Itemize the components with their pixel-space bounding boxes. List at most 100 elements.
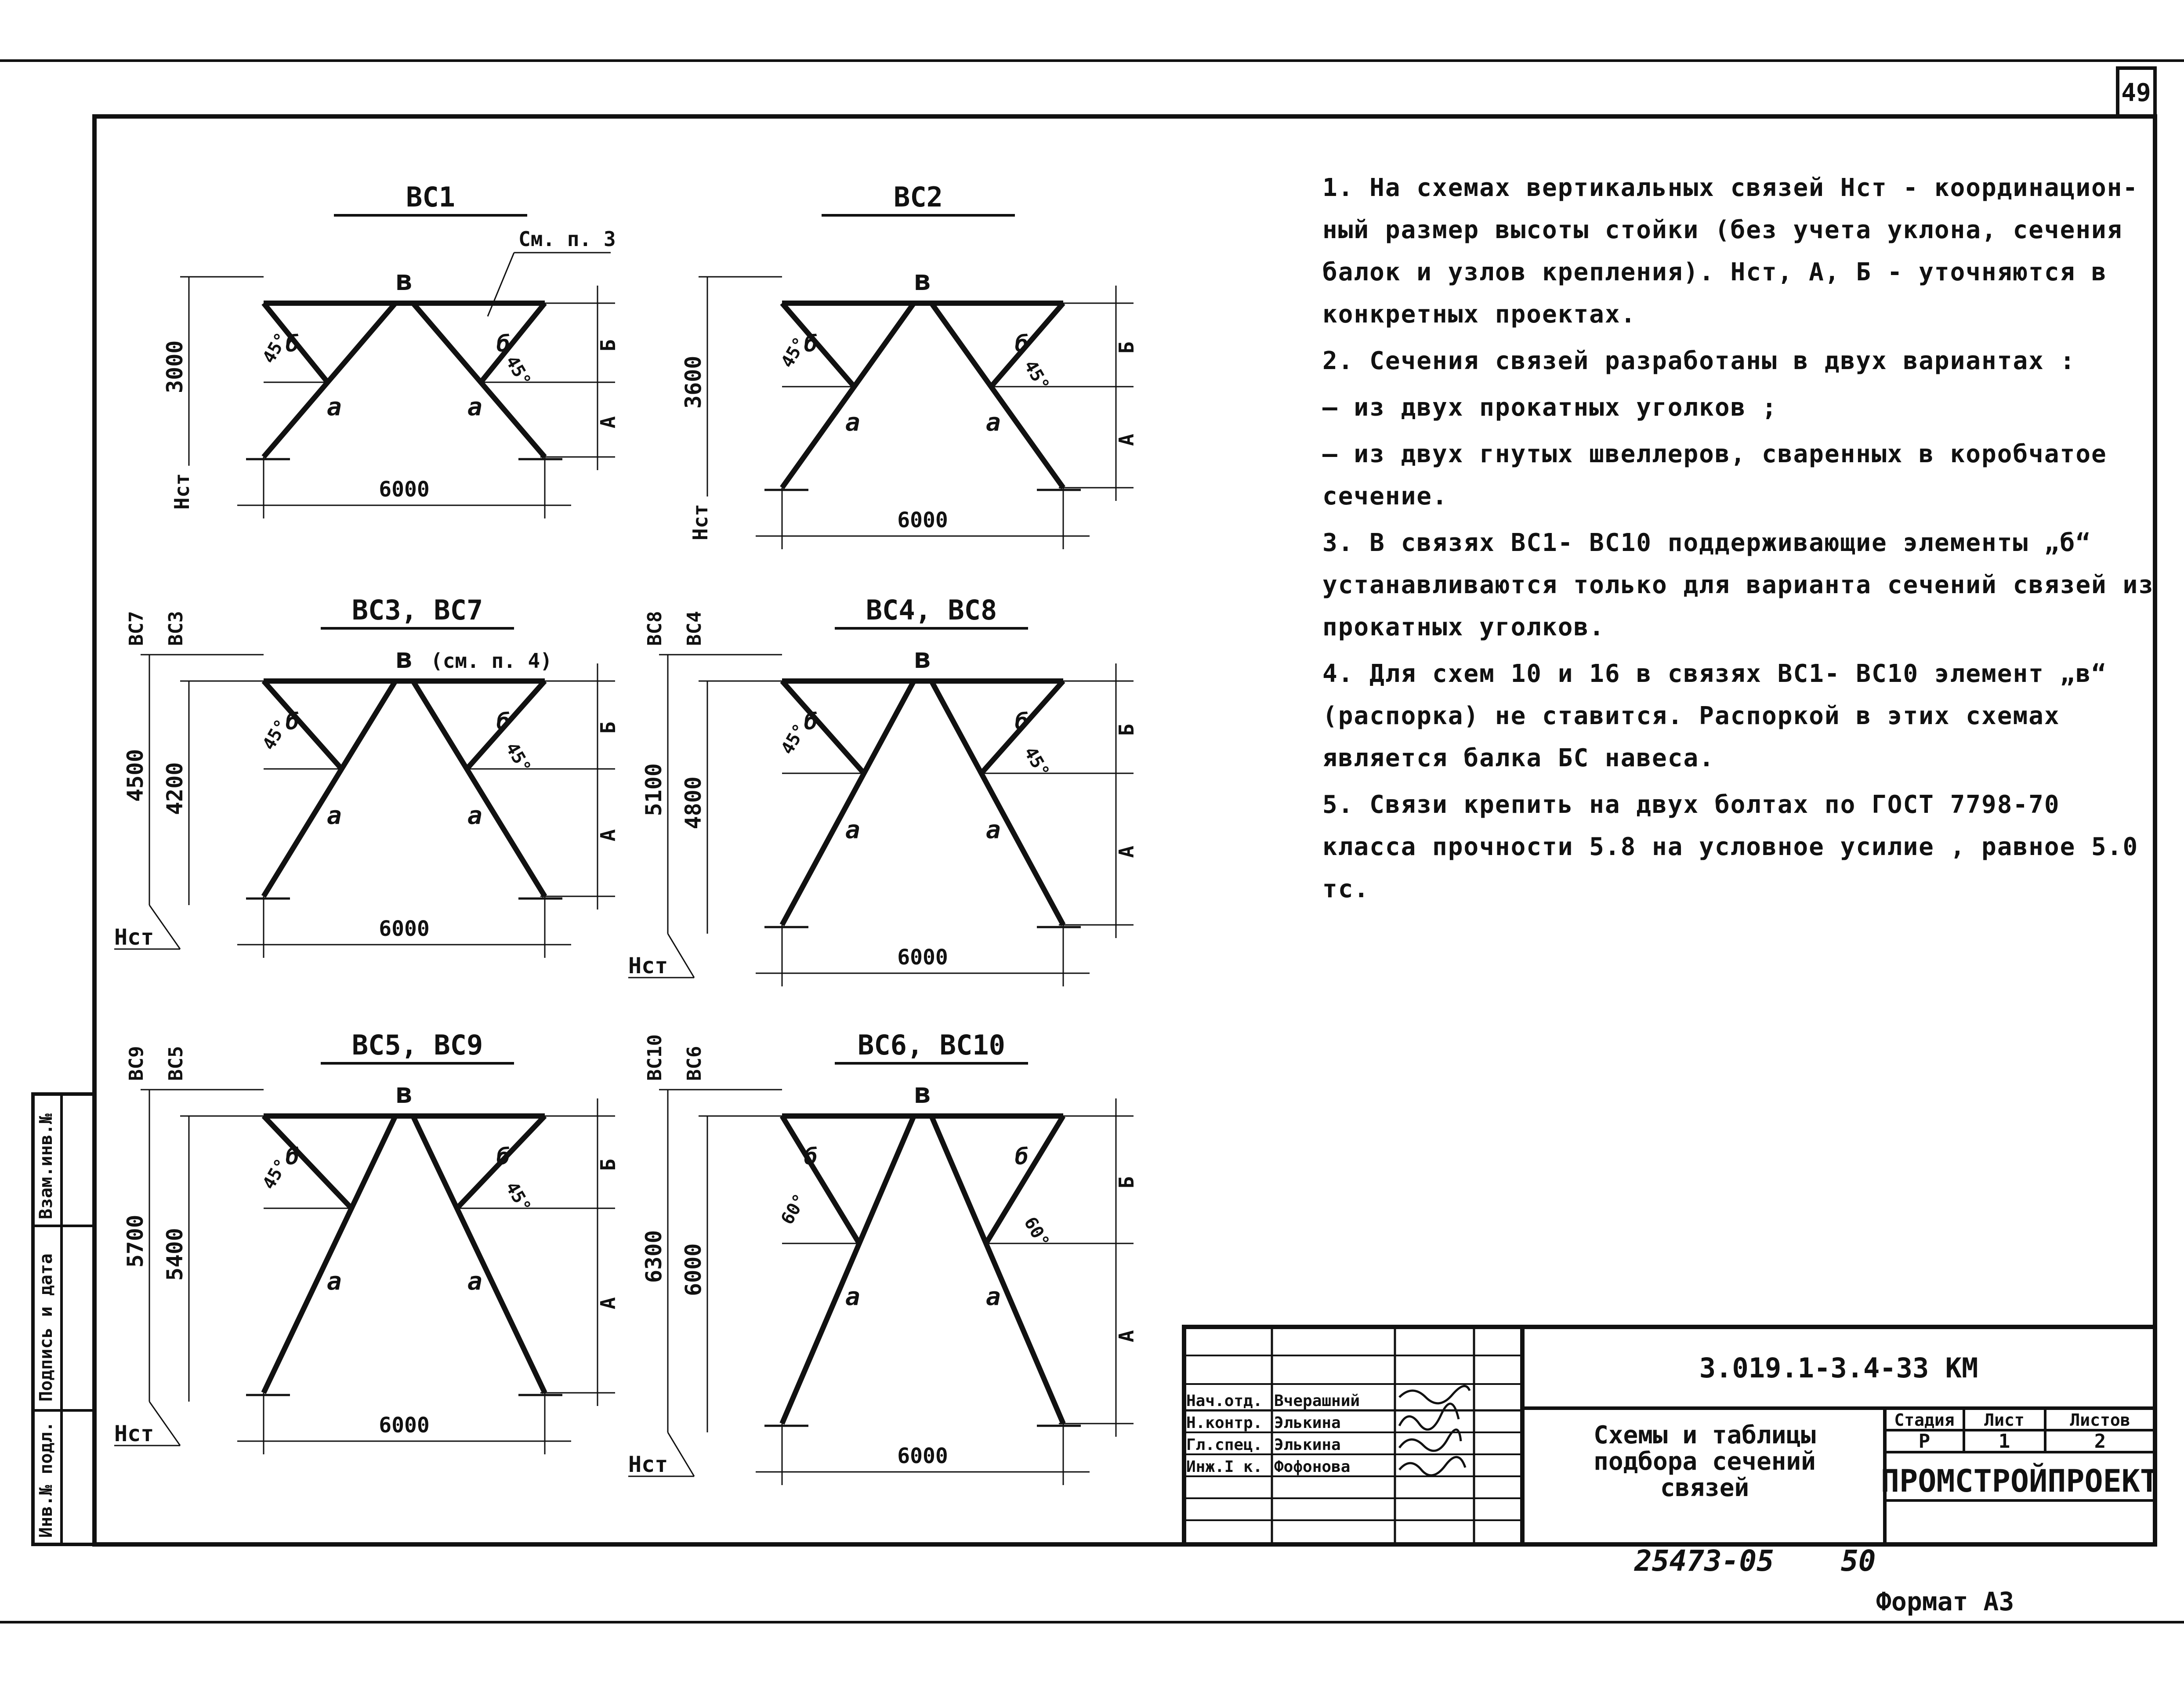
diagram-title: ВС1 xyxy=(406,181,455,213)
hst-label: Нст xyxy=(114,1421,154,1446)
name-4: Фофонова xyxy=(1274,1458,1350,1476)
sub-label-left: б xyxy=(804,1144,818,1170)
height-label: 4800 xyxy=(681,776,706,829)
diagram-title: ВС3, ВС7 xyxy=(352,594,483,626)
angle-label-right: 45° xyxy=(501,1178,535,1216)
height-header: ВС6 xyxy=(683,1046,706,1081)
dim-label-b: Б xyxy=(1115,724,1138,736)
width-label: 6000 xyxy=(897,508,948,533)
sub-brace-left xyxy=(780,679,866,775)
dim-label-b: Б xyxy=(1115,1176,1138,1189)
hst-label: Нст xyxy=(688,504,712,540)
sub-brace-left xyxy=(779,1114,862,1245)
height-label: 6000 xyxy=(681,1243,706,1296)
sub-label-left: б xyxy=(804,331,818,357)
name-1: Вчерашний xyxy=(1274,1392,1360,1410)
brace-right xyxy=(410,1115,547,1394)
dim-label-a: А xyxy=(1115,1330,1138,1342)
dim-label-a: А xyxy=(1115,434,1138,446)
brace-right xyxy=(929,680,1066,926)
brace-label-left: а xyxy=(845,816,860,844)
stamp-vzam-inv: Взам.инв.№ xyxy=(36,1113,56,1219)
note-3: 3. В связях ВС1- ВС10 поддерживающие эле… xyxy=(1322,529,2154,641)
diagram-title: ВС6, ВС10 xyxy=(858,1029,1005,1061)
hst-label: Нст xyxy=(628,1452,668,1477)
brace-label-left: а xyxy=(845,408,860,437)
dim-label-b: Б xyxy=(596,1159,620,1171)
width-label: 6000 xyxy=(379,917,430,941)
title-block xyxy=(1182,1325,2157,1547)
height-label: 5700 xyxy=(123,1215,148,1268)
title-line-2: подбора сечений xyxy=(1594,1447,1816,1476)
angle-label-right: 45° xyxy=(1020,743,1053,781)
sub-label-left: б xyxy=(804,709,818,735)
note-5: 5. Связи крепить на двух болтах по ГОСТ … xyxy=(1322,790,2139,903)
hst-leader xyxy=(148,1401,181,1446)
brace-label-right: а xyxy=(467,801,482,830)
sheets-value: 2 xyxy=(2094,1430,2106,1453)
angle-label-left: 60° xyxy=(777,1190,811,1228)
name-3: Элькина xyxy=(1274,1436,1341,1454)
chord-label: в xyxy=(396,642,413,675)
dim-label-a: А xyxy=(596,1297,620,1309)
height-header: ВС4 xyxy=(683,611,706,646)
sub-brace-right xyxy=(989,301,1065,388)
sub-label-right: б xyxy=(496,709,510,735)
hst-label: Нст xyxy=(628,953,668,978)
sheet-number-box xyxy=(2116,66,2157,118)
signature-3 xyxy=(1398,1428,1462,1452)
organization: ПРОМСТРОЙПРОЕКТ xyxy=(1881,1463,2159,1499)
chord-label: в xyxy=(914,642,931,675)
sheets-label: Листов xyxy=(2070,1410,2130,1430)
sub-label-left: б xyxy=(286,1144,299,1170)
height-header: ВС8 xyxy=(644,611,666,646)
note-1: 1. На схемах вертикальных связей Нст - к… xyxy=(1322,174,2139,329)
sub-label-right: б xyxy=(1015,709,1029,735)
chord-note: (см. п. 4) xyxy=(431,649,552,673)
brace-right xyxy=(411,301,547,459)
brace-left xyxy=(261,301,398,459)
notes-panel: 1. На схемах вертикальных связей Нст - к… xyxy=(1322,167,2157,915)
height-label: 4500 xyxy=(123,749,148,802)
chord-label: в xyxy=(914,1077,931,1110)
brace-right xyxy=(929,301,1065,489)
brace-label-right: а xyxy=(467,393,482,421)
sub-brace-left xyxy=(261,679,344,771)
brace-left xyxy=(779,1115,916,1425)
sub-brace-left xyxy=(261,301,330,384)
role-1: Нач.отд. xyxy=(1186,1392,1262,1410)
brace-right xyxy=(410,679,547,898)
brace-label-left: а xyxy=(845,1283,860,1311)
callout-note: См. п. 3 xyxy=(518,227,616,251)
dim-label-a: А xyxy=(1115,846,1138,858)
title-line-3: связей xyxy=(1660,1474,1749,1502)
chord-label: в xyxy=(396,265,413,297)
height-label: 3000 xyxy=(162,341,188,393)
diagram-title: ВС4, ВС8 xyxy=(866,594,997,626)
brace-label-left: а xyxy=(327,393,342,421)
sub-brace-right xyxy=(455,1114,547,1210)
brace-label-right: а xyxy=(986,408,1001,437)
height-header: ВС7 xyxy=(125,611,148,646)
sub-label-right: б xyxy=(1015,1144,1029,1170)
signature-2 xyxy=(1398,1402,1460,1431)
brace-left xyxy=(261,1115,398,1394)
angle-label-right: 45° xyxy=(501,352,535,390)
sub-brace-left xyxy=(261,1114,354,1210)
name-2: Элькина xyxy=(1274,1414,1341,1432)
brace-right xyxy=(929,1115,1066,1425)
document-code: 3.019.1-3.4-33 КМ xyxy=(1699,1352,1978,1384)
hst-label: Нст xyxy=(170,473,194,510)
note-2-variant-1: — из двух прокатных уголков ; xyxy=(1322,393,1778,422)
archive-page: 50 xyxy=(1841,1544,1876,1578)
height-header: ВС5 xyxy=(165,1046,187,1081)
height-label: 5100 xyxy=(641,763,666,816)
brace-label-right: а xyxy=(467,1267,482,1296)
note-2-variant-2: — из двух гнутых швеллеров, сваренных в … xyxy=(1322,440,2107,511)
dim-label-b: Б xyxy=(1115,341,1138,354)
brace-left xyxy=(780,301,916,489)
